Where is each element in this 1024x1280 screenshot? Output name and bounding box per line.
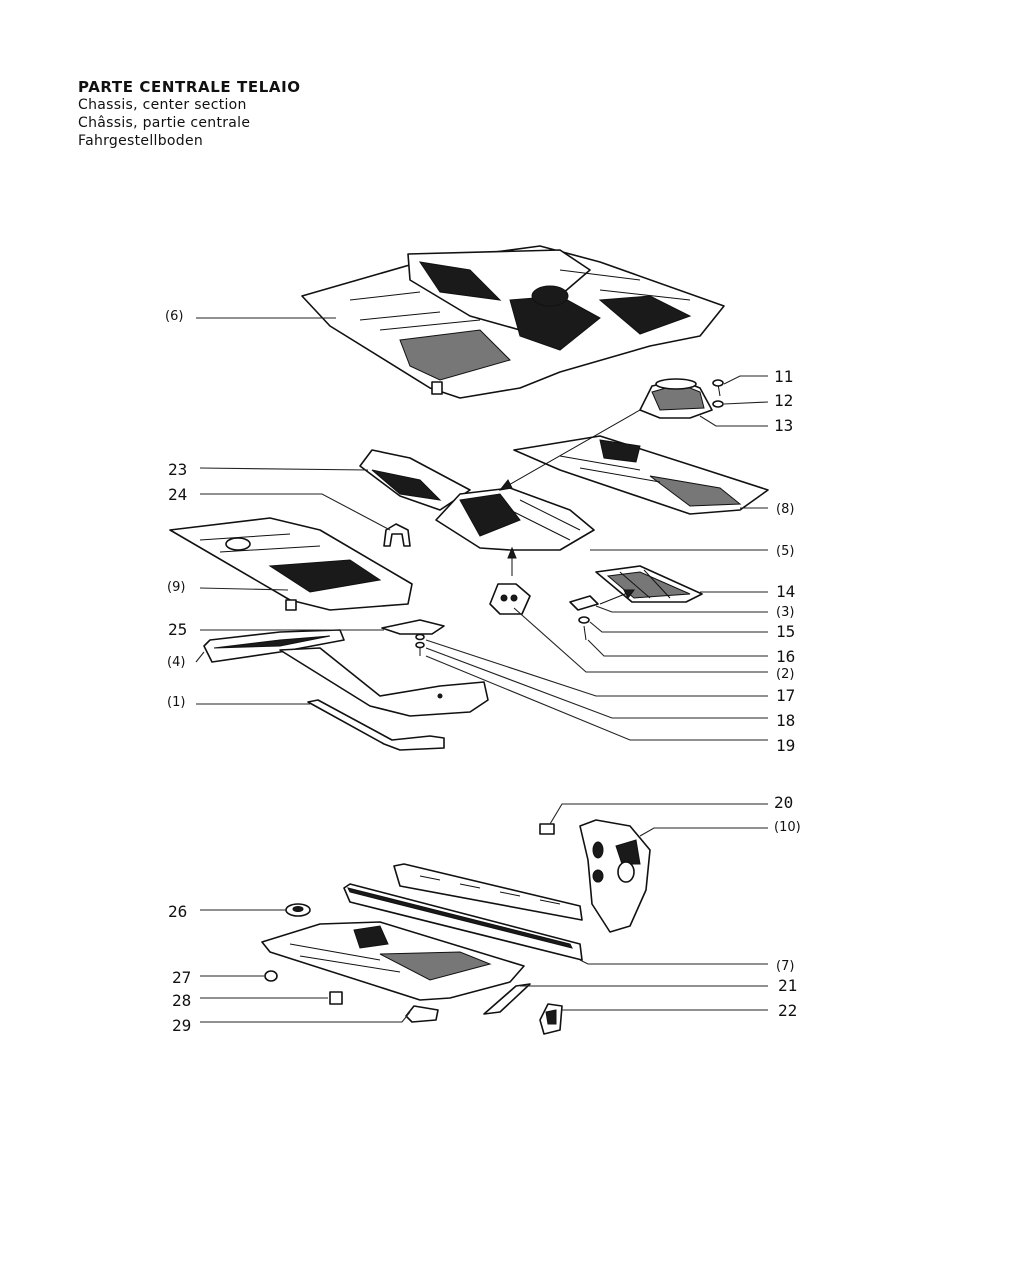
header: PARTE CENTRALE TELAIO Chassis, center se… xyxy=(78,78,301,150)
callout-4: (4) xyxy=(167,655,185,670)
part-1-sill-strip xyxy=(307,699,445,751)
callout-19: 19 xyxy=(776,736,795,755)
callout-9: (9) xyxy=(167,580,185,595)
callout-23: 23 xyxy=(168,460,187,479)
part-11-bolt xyxy=(712,379,724,397)
part-22-bracket xyxy=(539,1003,563,1035)
callout-29: 29 xyxy=(172,1016,191,1035)
part-10-door-pillar xyxy=(579,819,651,933)
callout-22: 22 xyxy=(778,1001,797,1020)
callout-13: 13 xyxy=(774,416,793,435)
part-5-tunnel-rear xyxy=(435,487,595,551)
subtitle-french: Châssis, partie centrale xyxy=(78,115,251,131)
part-12-washer xyxy=(712,400,724,408)
callout-7: (7) xyxy=(776,959,794,974)
callout-5: (5) xyxy=(776,544,794,559)
part-26-grommet xyxy=(285,903,311,917)
callout-1: (1) xyxy=(167,695,185,710)
part-28-clip xyxy=(329,991,343,1005)
subtitle-english: Chassis, center section xyxy=(78,97,247,113)
part-4-side-rail xyxy=(279,647,489,717)
part-13-boot xyxy=(639,378,713,419)
callout-17: 17 xyxy=(776,686,795,705)
callout-8: (8) xyxy=(776,502,794,517)
callout-10: (10) xyxy=(774,820,801,835)
part-8-rear-floor xyxy=(513,435,769,515)
part-4-front-crossmember xyxy=(203,629,345,663)
part-14-plate xyxy=(595,565,703,603)
callout-28: 28 xyxy=(172,991,191,1010)
part-20-clip xyxy=(539,823,555,835)
floor-pan-lower xyxy=(261,921,525,1001)
callout-3: (3) xyxy=(776,605,794,620)
part-6-floor-assembly xyxy=(301,245,725,399)
callout-18: 18 xyxy=(776,711,795,730)
callout-15: 15 xyxy=(776,622,795,641)
callout-26: 26 xyxy=(168,902,187,921)
part-23-tunnel-section xyxy=(359,449,471,511)
leader-lines xyxy=(195,317,769,1023)
part-29-bracket xyxy=(405,1005,439,1023)
callout-labels: (6) 11 12 13 23 24 (8) (5) (9) 14 (3) 25… xyxy=(165,309,801,1035)
callout-12: 12 xyxy=(774,391,793,410)
callout-14: 14 xyxy=(776,582,795,601)
part-9-front-floor xyxy=(169,517,413,611)
part-24-bracket xyxy=(383,523,411,547)
part-7-side-sill xyxy=(343,863,583,961)
part-16-bolt xyxy=(583,625,587,641)
part-27-plug xyxy=(264,970,278,982)
callout-20: 20 xyxy=(774,793,793,812)
part-2-support-bracket xyxy=(489,583,531,615)
callout-16: 16 xyxy=(776,647,795,666)
part-21-gusset-plate xyxy=(483,983,531,1015)
callout-6: (6) xyxy=(165,309,183,324)
part-3-clip xyxy=(569,595,599,611)
part-25-cover-plate xyxy=(381,619,445,656)
callout-21: 21 xyxy=(778,976,797,995)
page-title: PARTE CENTRALE TELAIO xyxy=(78,78,301,96)
assembly-arrows xyxy=(498,409,641,605)
part-15-washer xyxy=(578,616,590,624)
callout-11: 11 xyxy=(774,367,793,386)
callout-25: 25 xyxy=(168,620,187,639)
subtitle-german: Fahrgestellboden xyxy=(78,133,204,149)
callout-2: (2) xyxy=(776,667,794,682)
callout-24: 24 xyxy=(168,485,187,504)
callout-27: 27 xyxy=(172,968,191,987)
